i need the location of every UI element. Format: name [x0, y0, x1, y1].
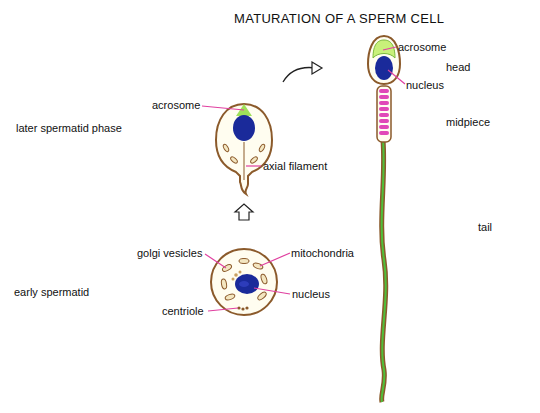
later-spermatid-cell [216, 104, 272, 194]
part-label: mitochondria [291, 247, 354, 260]
mature-sperm [368, 36, 400, 402]
part-label: golgi vesicles [137, 247, 202, 260]
diagram-title: MATURATION OF A SPERM CELL [234, 11, 444, 26]
part-label: axial filament [263, 160, 327, 173]
stage-arrow [235, 204, 253, 220]
part-label: nucleus [406, 79, 444, 92]
stage-label: early spermatid [14, 286, 89, 299]
region-label: head [446, 61, 470, 74]
part-label: nucleus [292, 288, 330, 301]
leader-lines [202, 47, 405, 311]
region-label: tail [478, 221, 492, 234]
region-label: midpiece [446, 116, 490, 129]
stage-arrow [283, 68, 316, 82]
stage-label: later spermatid phase [16, 122, 122, 135]
part-label: acrosome [398, 41, 446, 54]
early-spermatid-cell [211, 249, 277, 315]
part-label: acrosome [152, 99, 200, 112]
part-label: centriole [162, 305, 204, 318]
